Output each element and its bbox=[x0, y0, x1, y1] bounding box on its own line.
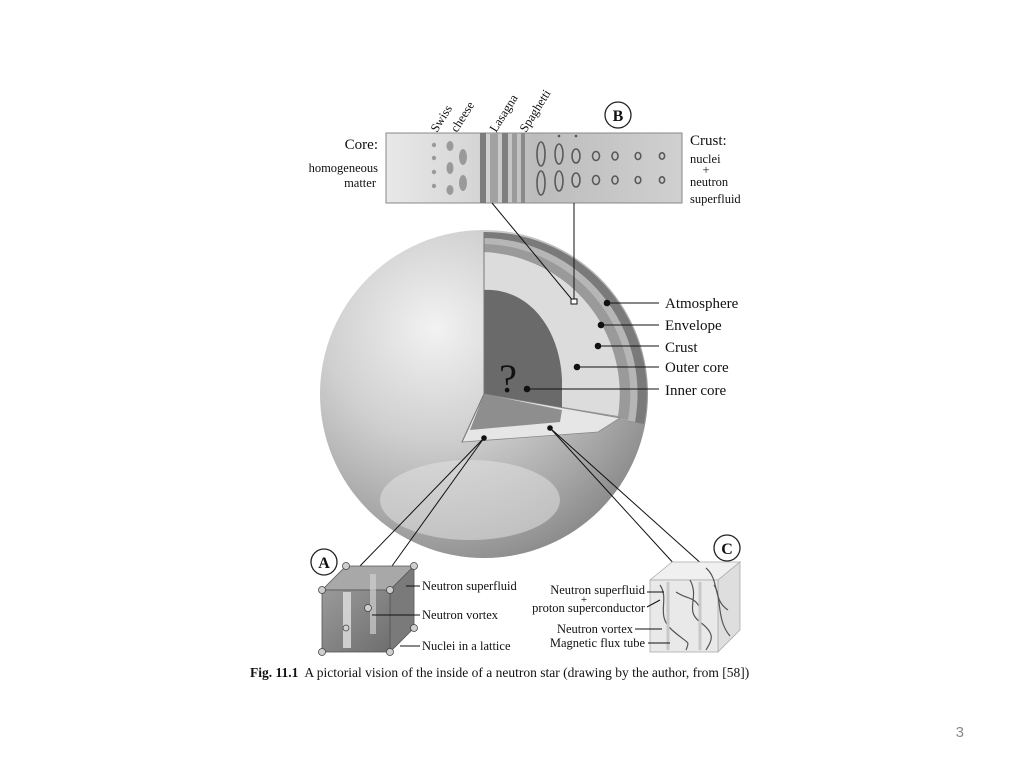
center-question-mark: ? bbox=[499, 356, 517, 401]
inset-c: C Neutron superfluid + proton supercondu… bbox=[532, 425, 742, 653]
cube-a-nuclei bbox=[318, 562, 418, 656]
figure-number: Fig. 11.1 bbox=[250, 665, 299, 680]
figure-caption: Fig. 11.1 A pictorial vision of the insid… bbox=[250, 665, 749, 681]
inset-a-label-vortex: Neutron vortex bbox=[422, 608, 499, 622]
right-crop-mask-2 bbox=[751, 190, 771, 208]
panel-b-label: B bbox=[613, 108, 624, 125]
inset-c-leaders bbox=[635, 591, 670, 644]
inset-c-pointer-1 bbox=[549, 427, 705, 567]
panel-c-circle bbox=[713, 534, 741, 562]
panel-c-label: C bbox=[721, 541, 733, 558]
phase-label-cheese: cheese bbox=[448, 99, 478, 135]
lasagna-bands bbox=[480, 133, 525, 203]
spaghetti-and-nuclei bbox=[536, 141, 666, 196]
inset-a-leaders bbox=[372, 585, 420, 647]
core-desc-line2: matter bbox=[344, 176, 377, 190]
core-desc-line1: homogeneous bbox=[309, 161, 379, 175]
panel-a-label: A bbox=[318, 555, 330, 572]
cube-c-vortices bbox=[666, 582, 702, 650]
inset-a-label-nuclei: Nuclei in a lattice bbox=[422, 639, 511, 653]
strip-body bbox=[385, 132, 683, 204]
layer-label-envelope: Envelope bbox=[665, 318, 722, 334]
core-title: Core: bbox=[345, 137, 378, 153]
phase-label-lasagna: Lasagna bbox=[487, 91, 521, 134]
cube-a-vortex-2 bbox=[370, 574, 376, 634]
layer-label-inner-core: Inner core bbox=[665, 383, 727, 399]
crust-desc-line2: + bbox=[702, 163, 709, 177]
swiss-cheese-holes bbox=[431, 141, 467, 195]
cut-edge-bottom bbox=[461, 393, 485, 443]
inset-c-anchor bbox=[547, 425, 553, 431]
figure-caption-text: A pictorial vision of the inside of a ne… bbox=[304, 665, 750, 680]
layer-leaders bbox=[523, 299, 659, 393]
crust-desc-line1: nuclei bbox=[690, 152, 721, 166]
inner-core-layer bbox=[484, 289, 562, 410]
inset-a-anchor bbox=[481, 435, 487, 441]
crust-desc-line4: superfluid bbox=[690, 192, 741, 206]
cut-bottom-core bbox=[470, 394, 562, 430]
crust-title: Crust: bbox=[690, 133, 727, 149]
inset-c-label-superfluid: Neutron superfluid bbox=[550, 583, 646, 597]
page-number: 3 bbox=[955, 724, 964, 741]
inset-a-pointer-2 bbox=[391, 437, 485, 567]
phase-label-spaghetti: Spaghetti bbox=[517, 87, 554, 135]
crust-desc-line3: neutron bbox=[690, 175, 729, 189]
sphere-lower-highlight bbox=[380, 460, 560, 540]
right-crop-mask bbox=[750, 290, 780, 314]
strip-pointer-lines bbox=[491, 202, 578, 305]
layer-label-outer-core: Outer core bbox=[665, 360, 729, 376]
cube-c-front bbox=[649, 579, 719, 653]
inset-c-label-flux-tube: Magnetic flux tube bbox=[550, 636, 646, 650]
panel-b-circle bbox=[604, 101, 632, 129]
cube-a-front bbox=[321, 589, 391, 653]
layer-label-atmosphere: Atmosphere bbox=[665, 296, 739, 312]
cube-a-vortex-1 bbox=[343, 592, 351, 648]
inset-a-pointer-1 bbox=[359, 437, 485, 567]
inset-c-label-superconductor: proton superconductor bbox=[532, 601, 646, 615]
inset-c-label-plus: + bbox=[581, 594, 587, 606]
strip-top-dots bbox=[557, 134, 578, 138]
layer-label-crust: Crust bbox=[665, 340, 698, 356]
panel-a-circle bbox=[310, 548, 338, 576]
inset-a: A Neutron superfluid Neutron vortex Nucl… bbox=[310, 435, 518, 656]
inset-a-label-superfluid: Neutron superfluid bbox=[422, 579, 518, 593]
phase-strip: Swiss cheese Lasagna Spaghetti B Core: h… bbox=[309, 87, 742, 206]
inset-c-pointer-2 bbox=[549, 427, 677, 567]
neutron-star-sphere: ? bbox=[320, 230, 648, 558]
inset-c-label-vortex: Neutron vortex bbox=[557, 622, 634, 636]
